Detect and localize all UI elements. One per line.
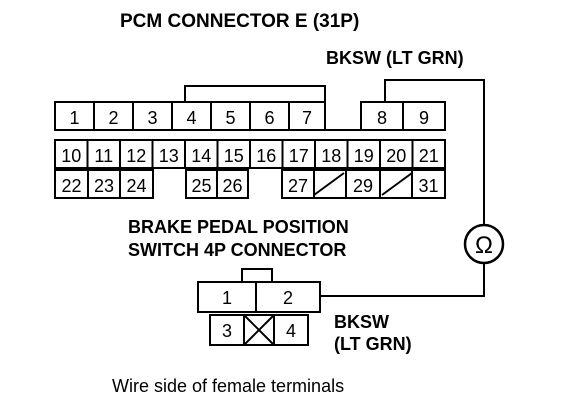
pcm-terminal-22: 22 xyxy=(61,176,81,196)
pcm-terminal-11: 11 xyxy=(94,146,113,166)
switch-terminal-2: 2 xyxy=(283,288,293,308)
wire-label-bottom-line1: BKSW xyxy=(334,312,389,332)
pcm-terminal-27: 27 xyxy=(288,176,308,196)
switch-connector-top-block xyxy=(197,281,321,313)
pcm-terminal-31: 31 xyxy=(418,176,438,196)
switch-connector-title-line2: SWITCH 4P CONNECTOR xyxy=(128,240,346,260)
pcm-terminal-5: 5 xyxy=(225,108,235,128)
pcm-terminal-1: 1 xyxy=(69,108,79,128)
pcm-connector-title: PCM CONNECTOR E (31P) xyxy=(120,11,359,32)
switch-terminal-4: 4 xyxy=(286,321,296,341)
ohmmeter-symbol: Ω xyxy=(475,232,493,259)
switch-empty-terminal-x2 xyxy=(243,314,275,346)
pcm-terminal-24: 24 xyxy=(126,176,146,196)
empty-terminal-30 xyxy=(381,172,413,196)
pcm-terminal-18: 18 xyxy=(321,146,341,166)
pcm-terminal-21: 21 xyxy=(419,146,439,166)
pcm-connector-left-top-block xyxy=(54,101,326,131)
wire-bksw-top xyxy=(384,79,485,225)
pcm-terminal-6: 6 xyxy=(264,108,274,128)
pcm-terminal-29: 29 xyxy=(353,176,373,196)
switch-connector-lock-tab xyxy=(241,268,273,282)
pcm-terminal-25: 25 xyxy=(191,176,211,196)
pcm-connector-bottom-left-block xyxy=(54,169,154,199)
pcm-terminal-15: 15 xyxy=(224,146,244,166)
empty-terminal-28 xyxy=(313,172,345,196)
switch-connector-bottom-block xyxy=(209,314,309,346)
switch-connector xyxy=(197,268,321,346)
pcm-cell-dividers xyxy=(86,102,414,198)
wire-bksw-bottom xyxy=(320,263,485,297)
wire-label-bottom-line2: (LT GRN) xyxy=(334,334,412,354)
wire-label-top: BKSW (LT GRN) xyxy=(326,48,464,68)
pcm-terminal-17: 17 xyxy=(289,146,309,166)
pcm-terminal-16: 16 xyxy=(256,146,276,166)
pcm-terminal-7: 7 xyxy=(302,108,312,128)
pcm-terminal-2: 2 xyxy=(108,108,118,128)
pcm-terminal-10: 10 xyxy=(61,146,81,166)
pcm-empty-terminals xyxy=(313,172,413,196)
caption: Wire side of female terminals xyxy=(112,376,344,396)
pcm-connector-bottom-right-block xyxy=(281,169,446,199)
pcm-terminal-20: 20 xyxy=(386,146,406,166)
pcm-terminal-14: 14 xyxy=(191,146,211,166)
pcm-terminal-23: 23 xyxy=(94,176,114,196)
pcm-terminal-8: 8 xyxy=(377,108,387,128)
pcm-terminal-13: 13 xyxy=(159,146,179,166)
pcm-connector-lock-tab xyxy=(184,85,326,102)
pcm-terminal-19: 19 xyxy=(354,146,374,166)
pcm-terminal-26: 26 xyxy=(222,176,242,196)
switch-connector-title-line1: BRAKE PEDAL POSITION xyxy=(128,217,349,237)
pcm-terminal-4: 4 xyxy=(186,108,196,128)
pcm-terminal-9: 9 xyxy=(419,108,429,128)
switch-terminal-3: 3 xyxy=(222,321,232,341)
switch-terminal-1: 1 xyxy=(222,288,232,308)
pcm-terminal-12: 12 xyxy=(126,146,146,166)
pcm-terminal-3: 3 xyxy=(147,108,157,128)
